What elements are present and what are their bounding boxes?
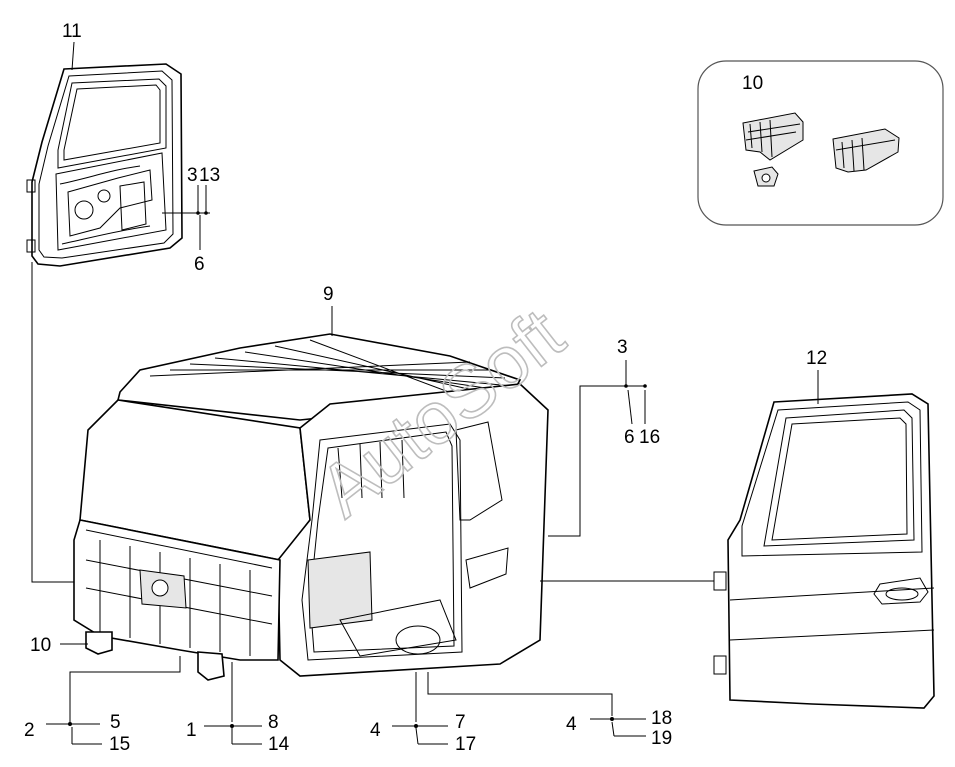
callout-16: 16 [639, 427, 660, 448]
callout-15: 15 [109, 734, 130, 755]
callout-2: 2 [24, 720, 35, 741]
fastener-group-1-8-14: 1 8 14 [186, 662, 290, 755]
callout-6-right: 6 [624, 427, 635, 448]
fastener-group-2-5-15: 2 5 15 [24, 656, 181, 755]
callout-4-left: 4 [370, 720, 381, 741]
callout-6-left-door: 6 [194, 254, 205, 275]
right-door: 12 [540, 348, 935, 709]
callout-10: 10 [30, 635, 51, 656]
callout-8: 8 [268, 712, 279, 733]
callout-3-right: 3 [617, 337, 628, 358]
callout-13: 13 [199, 165, 220, 186]
callout-5: 5 [110, 712, 121, 733]
bracket-right [832, 128, 900, 173]
callout-11: 11 [62, 21, 82, 42]
callout-18: 18 [651, 708, 672, 729]
left-door-callouts: 3 13 6 [31, 165, 220, 583]
callout-19: 19 [651, 728, 672, 749]
callout-1: 1 [186, 720, 197, 741]
callout-10-inset: 10 [742, 73, 763, 94]
callout-9: 9 [323, 284, 334, 305]
fastener-group-4-18-19: 4 18 19 [427, 672, 672, 749]
cab-body [73, 333, 549, 681]
inset-panel: 10 [697, 60, 944, 226]
right-hinge-callouts: 3 6 16 [548, 337, 660, 537]
fastener-group-4-7-17: 4 7 17 [370, 672, 476, 755]
callout-3-left-door: 3 [187, 165, 198, 186]
callout-4-right: 4 [566, 714, 577, 735]
callout-7: 7 [455, 712, 466, 733]
bracket-left [742, 112, 804, 161]
callout-17: 17 [455, 734, 476, 755]
callout-14: 14 [268, 734, 290, 755]
left-door: 11 [26, 21, 183, 267]
callout-12: 12 [806, 348, 827, 369]
latch-small [753, 166, 779, 187]
